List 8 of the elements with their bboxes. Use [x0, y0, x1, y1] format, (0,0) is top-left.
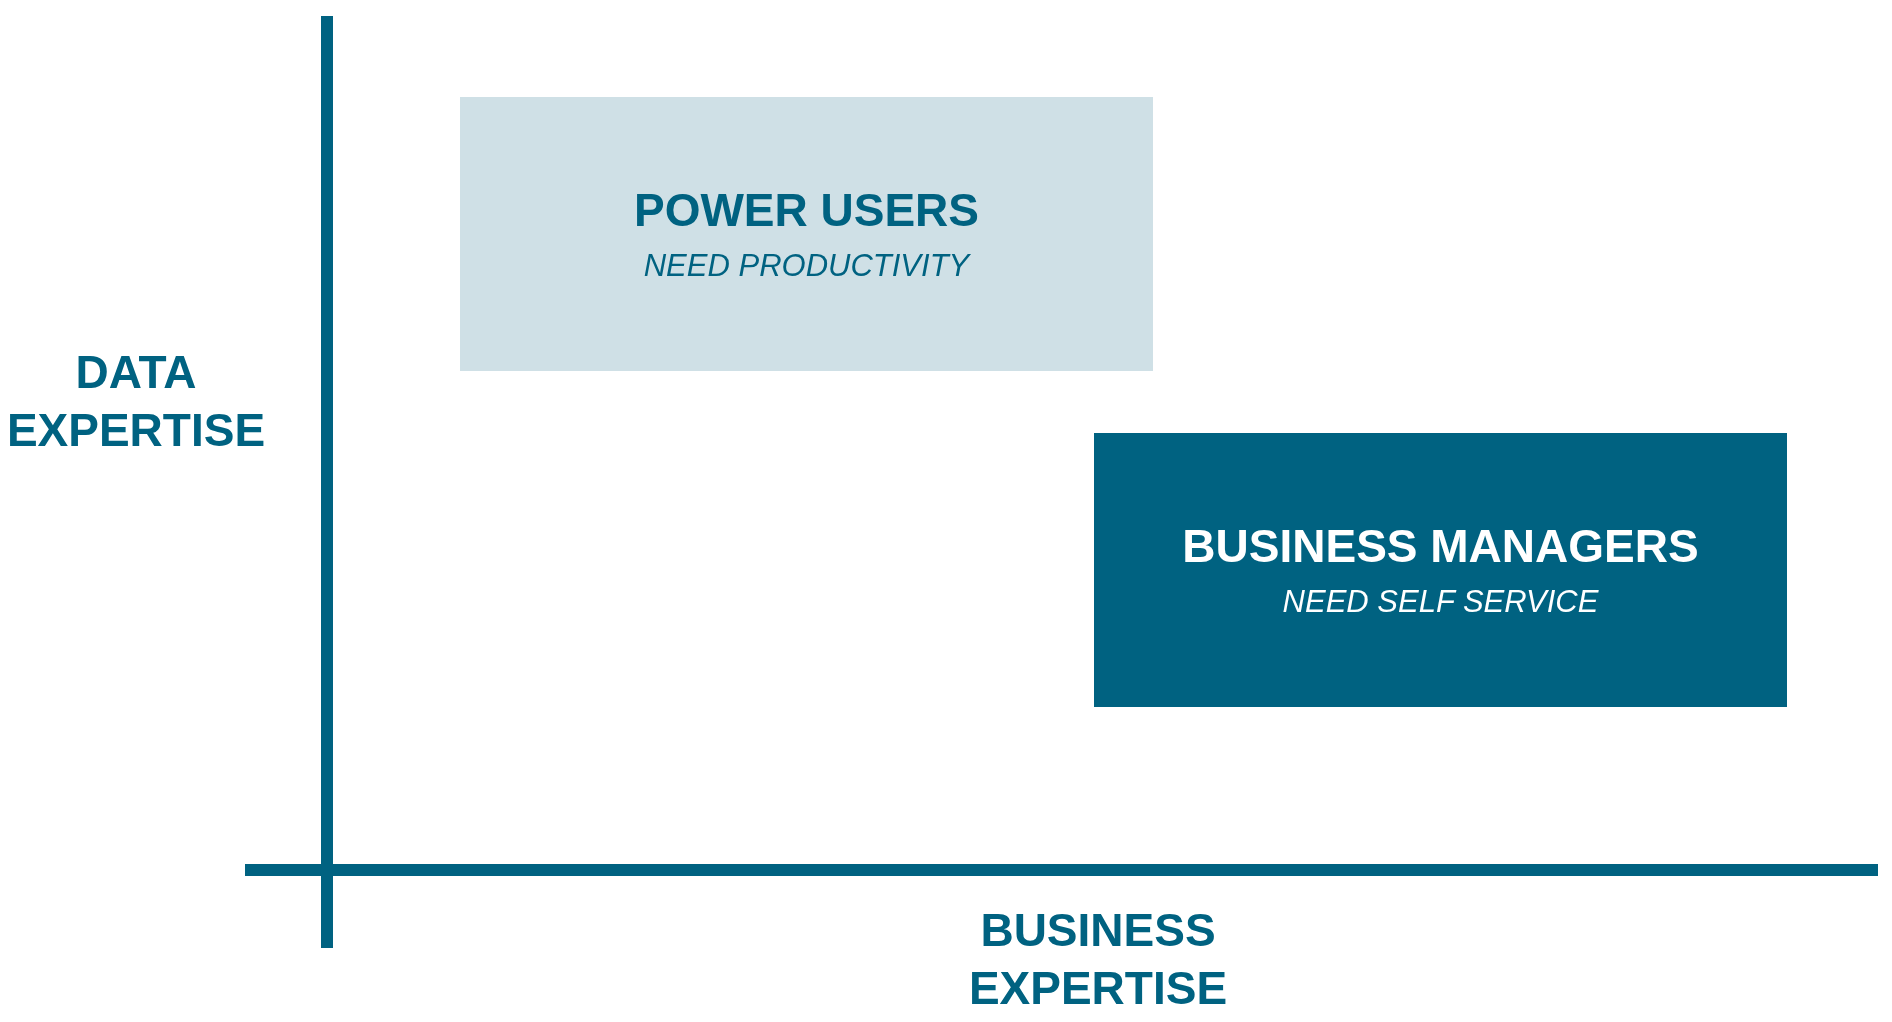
y-axis-label: DATA EXPERTISE: [5, 345, 267, 458]
user-group-box: [460, 97, 1153, 371]
group-need: NEED PRODUCTIVITY: [643, 249, 970, 284]
user-group-box: [1094, 433, 1787, 707]
group-heading: BUSINESS MANAGERS: [1182, 520, 1699, 572]
group-need: NEED SELF SERVICE: [1282, 585, 1599, 620]
group-heading: POWER USERS: [633, 184, 979, 236]
x-axis-label: BUSINESS EXPERTISE: [967, 903, 1229, 1016]
